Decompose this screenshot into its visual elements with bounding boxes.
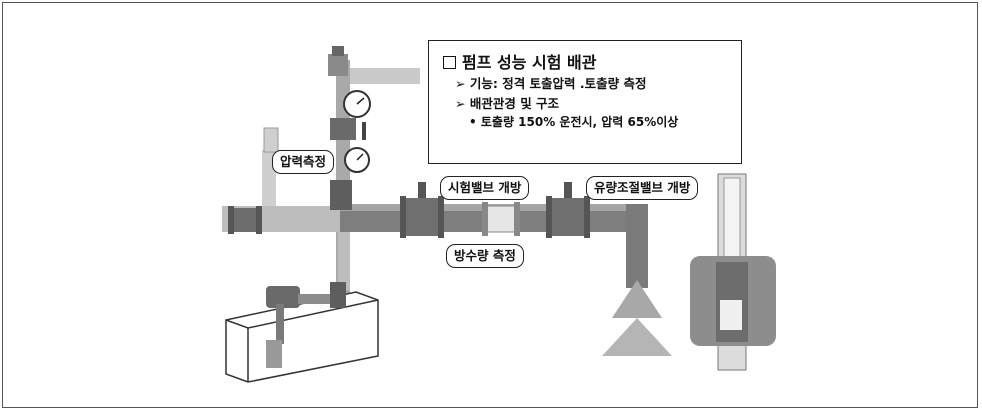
flow-control-valve-callout: 유량조절밸브 개방 xyxy=(586,176,699,200)
info-item: ➢ 기능: 정격 토출압력 .토출량 측정 xyxy=(455,73,647,92)
info-box: 펌프 성능 시험 배관 ➢ 기능: 정격 토출압력 .토출량 측정 ➢ 배관관경… xyxy=(428,40,742,164)
pump-tank-box xyxy=(225,291,379,383)
info-item: ➢ 배관관경 및 구조 xyxy=(455,93,559,112)
arrow-bullet-icon: ➢ xyxy=(455,96,466,111)
upper-branch-pipe xyxy=(338,68,420,84)
pressure-gauge-icon xyxy=(343,90,371,173)
discharge-downpipe xyxy=(626,204,648,288)
info-item-text: 토출량 150% 운전시, 압력 65%이상 xyxy=(480,115,679,129)
valve-icon xyxy=(546,182,590,238)
water-spray xyxy=(602,318,672,356)
info-item-text: 기능: 정격 토출압력 .토출량 측정 xyxy=(469,76,647,91)
info-title: 펌프 성능 시험 배관 xyxy=(443,49,596,73)
nozzle-icon xyxy=(612,280,662,318)
valve-icon xyxy=(328,46,348,76)
valve-icon xyxy=(400,182,444,238)
callout-text: 압력측정 xyxy=(280,154,327,169)
flowmeter-icon xyxy=(482,202,520,236)
callout-text: 유량조절밸브 개방 xyxy=(594,180,691,195)
info-item-text: 배관관경 및 구조 xyxy=(469,96,560,111)
pressure-measure-callout: 압력측정 xyxy=(272,150,335,174)
flowmeter-icon xyxy=(690,173,776,371)
info-item: • 토출량 150% 운전시, 압력 65%이상 xyxy=(469,113,678,130)
discharge-measure-callout: 방수량 측정 xyxy=(446,244,524,268)
callout-text: 시험밸브 개방 xyxy=(448,180,522,195)
arrow-bullet-icon: ➢ xyxy=(455,76,466,91)
valve-icon xyxy=(228,206,262,234)
info-title-text: 펌프 성능 시험 배관 xyxy=(462,53,597,72)
dot-bullet-icon: • xyxy=(469,115,477,129)
test-valve-callout: 시험밸브 개방 xyxy=(440,176,530,200)
valve-icon xyxy=(263,127,279,153)
callout-text: 방수량 측정 xyxy=(454,248,516,263)
pump-icon xyxy=(266,282,346,368)
checkbox-square-icon xyxy=(443,56,456,69)
valve-icon xyxy=(330,118,366,210)
